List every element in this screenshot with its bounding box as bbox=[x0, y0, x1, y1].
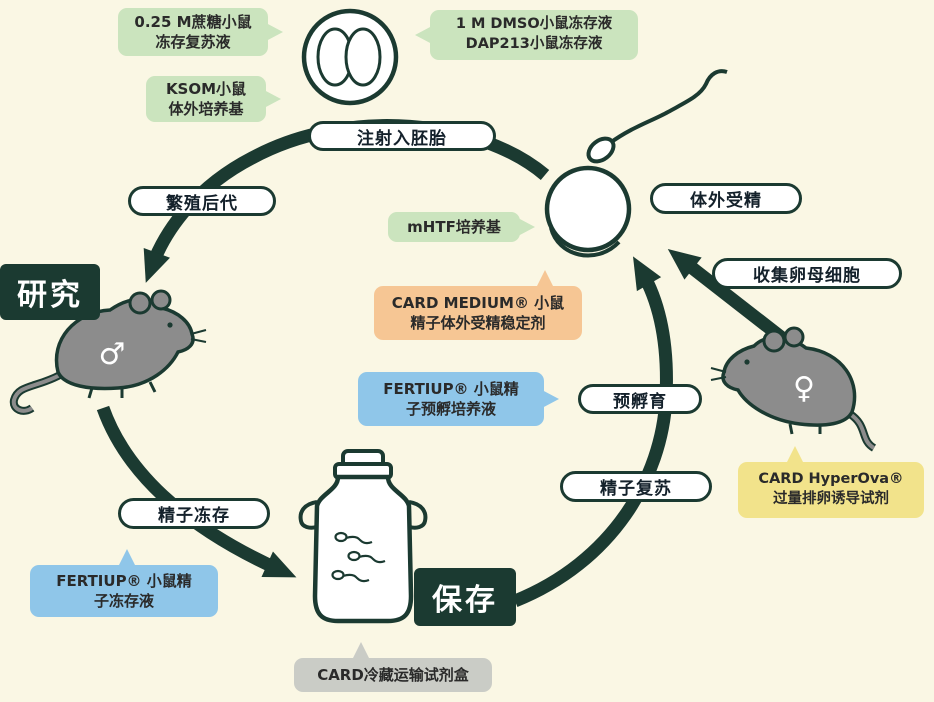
stage-label: 精子冻存 bbox=[158, 506, 230, 526]
arrow-left-bottom-arc bbox=[96, 405, 297, 578]
can-sperm-squiggles bbox=[331, 531, 386, 583]
reagent-label-card-hyperova: CARD HyperOva® 过量排卵诱导试剂 bbox=[738, 446, 924, 518]
reagent-label-dmso-freezing-medium: 1 M DMSO小鼠冻存液 DAP213小鼠冻存液 bbox=[415, 10, 638, 60]
bubble-tail bbox=[266, 23, 283, 41]
male-symbol: ♂ bbox=[99, 337, 126, 372]
bubble-tail bbox=[786, 446, 804, 464]
reagent-label-ksom-culture-medium: KSOM小鼠 体外培养基 bbox=[146, 76, 281, 122]
sperm-illustration bbox=[586, 69, 728, 164]
reagent-label-fertiup-preincubation-medium: FERTIUP® 小鼠精 子预孵培养液 bbox=[358, 372, 559, 426]
stage-in-vitro-fertilization: 体外受精 bbox=[650, 183, 802, 214]
reagent-text: FERTIUP® 小鼠精 bbox=[56, 571, 192, 590]
female-symbol: ♀ bbox=[793, 371, 815, 406]
reagent-label-card-cold-transport-kit: CARD冷藏运输试剂盒 bbox=[294, 642, 492, 692]
stage-collect-oocytes: 收集卵母细胞 bbox=[712, 258, 902, 289]
stage-sperm-freeze: 精子冻存 bbox=[118, 498, 270, 529]
reagent-text: 1 M DMSO小鼠冻存液 bbox=[455, 16, 613, 33]
bubble-tail bbox=[518, 218, 535, 236]
reagent-text: FERTIUP® 小鼠精 bbox=[383, 379, 519, 398]
arrow-right-arc bbox=[512, 256, 673, 608]
reagent-text: 过量排卵诱导试剂 bbox=[773, 491, 889, 507]
oocyte-dish-illustration bbox=[544, 165, 632, 258]
stage-label: 预孵育 bbox=[613, 391, 667, 412]
stage-breed-offspring: 繁殖后代 bbox=[128, 186, 276, 216]
endpoint-preserve: 保存 bbox=[414, 568, 516, 626]
stage-preincubation: 预孵育 bbox=[578, 384, 702, 414]
reagent-text: 精子体外受精稳定剂 bbox=[410, 314, 546, 332]
reagent-text: 冻存复苏液 bbox=[155, 33, 231, 51]
stage-label: 收集卵母细胞 bbox=[753, 266, 861, 286]
bubble-tail bbox=[542, 390, 559, 408]
reagent-text: CARD冷藏运输试剂盒 bbox=[317, 665, 469, 684]
bubble-tail bbox=[352, 642, 370, 660]
reagent-text: 子预孵培养液 bbox=[405, 400, 496, 418]
reagent-text: 0.25 M蔗糖小鼠 bbox=[134, 12, 252, 31]
bubble-tail bbox=[536, 270, 554, 288]
endpoint-research: 研究 bbox=[0, 264, 100, 320]
bubble-tail bbox=[264, 90, 281, 108]
embryo-illustration bbox=[301, 8, 399, 106]
cryo-can-illustration bbox=[298, 449, 428, 624]
reagent-text: DAP213小鼠冻存液 bbox=[465, 36, 603, 52]
endpoint-label: 保存 bbox=[432, 583, 498, 618]
reagent-label-fertiup-freezing-medium: FERTIUP® 小鼠精 子冻存液 bbox=[30, 549, 218, 617]
reagent-text: KSOM小鼠 bbox=[165, 79, 247, 98]
reagent-text: 体外培养基 bbox=[168, 100, 244, 118]
female-mouse-illustration: ♀ bbox=[710, 326, 877, 452]
reagent-label-sucrose-thawing-medium: 0.25 M蔗糖小鼠 冻存复苏液 bbox=[118, 8, 283, 56]
male-mouse-illustration: ♂ bbox=[9, 289, 207, 415]
stage-label: 注射入胚胎 bbox=[357, 128, 447, 149]
reagent-label-mhtf-medium: mHTF培养基 bbox=[388, 212, 535, 242]
stage-sperm-thaw: 精子复苏 bbox=[560, 471, 712, 502]
reagent-text: mHTF培养基 bbox=[407, 217, 501, 236]
endpoint-label: 研究 bbox=[17, 278, 83, 313]
reagent-text: CARD HyperOva® bbox=[758, 471, 904, 488]
bubble-tail bbox=[118, 549, 136, 567]
stage-label: 体外受精 bbox=[690, 191, 762, 211]
stage-inject-embryo: 注射入胚胎 bbox=[308, 121, 496, 151]
reagent-text: CARD MEDIUM® 小鼠 bbox=[391, 293, 565, 312]
reagent-text: 子冻存液 bbox=[93, 592, 154, 610]
stage-label: 繁殖后代 bbox=[166, 193, 238, 214]
stage-label: 精子复苏 bbox=[600, 479, 672, 499]
reagent-label-card-medium: CARD MEDIUM® 小鼠 精子体外受精稳定剂 bbox=[374, 270, 582, 340]
bubble-tail bbox=[415, 26, 432, 44]
